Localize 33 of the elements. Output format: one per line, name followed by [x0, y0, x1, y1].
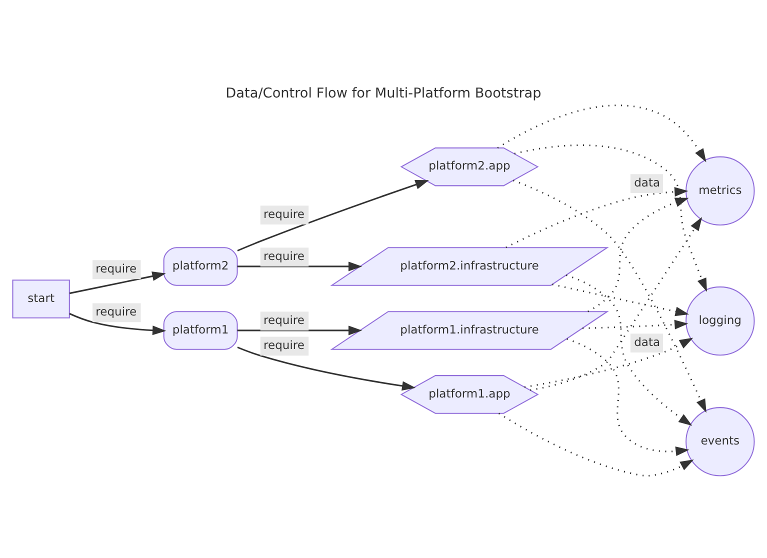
node-box: platform1	[163, 311, 238, 350]
arrow	[582, 320, 688, 330]
arrow	[497, 104, 706, 162]
arrow	[552, 284, 690, 316]
arrow	[588, 198, 689, 312]
node-box: start	[12, 280, 70, 318]
edge-label: require	[264, 312, 305, 327]
arrow	[237, 346, 416, 391]
edge-label: require	[96, 262, 137, 276]
arrow	[237, 262, 362, 272]
edge-label: data	[634, 176, 660, 190]
arrow	[566, 274, 692, 426]
arrow	[498, 412, 694, 477]
arrow	[237, 326, 362, 336]
edge-label: require	[264, 338, 305, 352]
diagram-title: Data/Control Flow for Multi-Platform Bootstrap	[226, 85, 542, 102]
arrow	[506, 187, 688, 248]
arrow	[524, 338, 694, 388]
arrow	[69, 312, 166, 336]
arrow	[566, 338, 690, 456]
node-circle: logging	[686, 286, 755, 356]
arrow	[512, 180, 706, 413]
arrow	[237, 180, 429, 252]
edge-label: require	[96, 304, 137, 319]
edge-label: data	[634, 335, 660, 349]
node-box: platform2	[163, 247, 238, 286]
arrow	[514, 144, 707, 292]
node-circle: events	[686, 407, 755, 476]
arrow	[530, 217, 702, 391]
arrow	[69, 272, 166, 294]
edge-label: require	[264, 248, 305, 263]
edge-label: require	[264, 207, 305, 221]
node-circle: metrics	[686, 156, 755, 226]
